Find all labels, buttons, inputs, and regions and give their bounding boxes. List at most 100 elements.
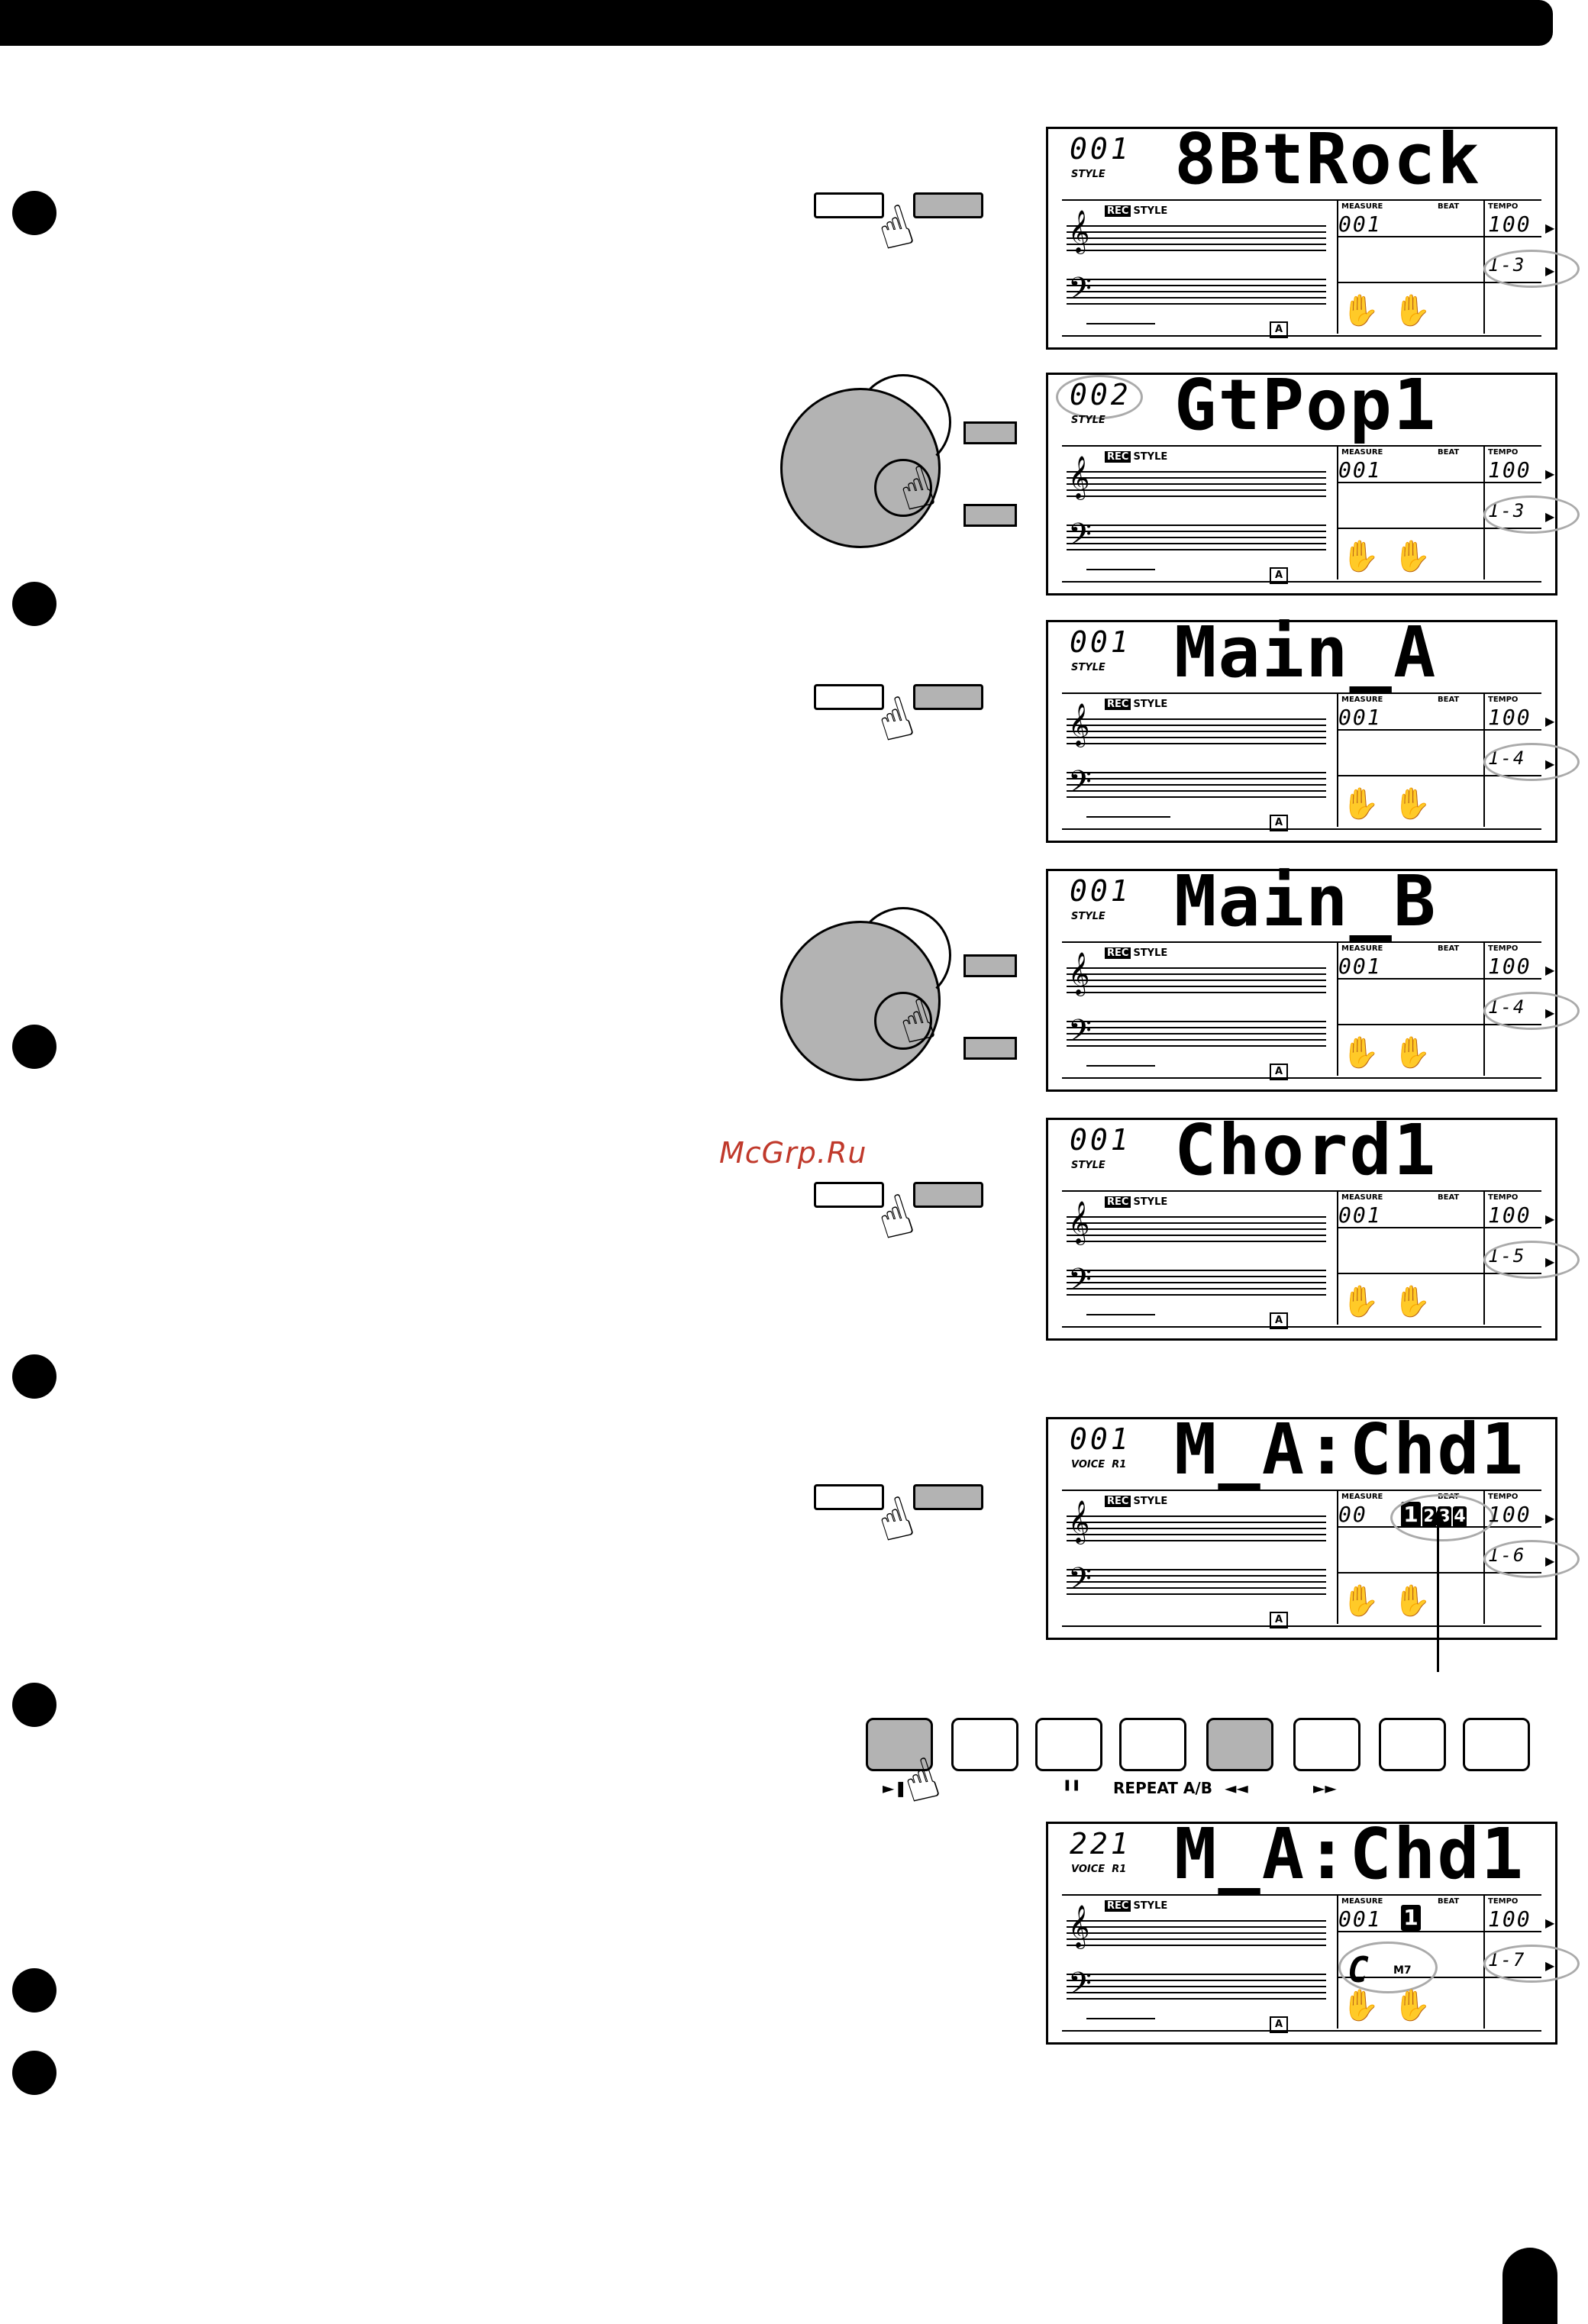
tempo-label: TEMPO [1488,1193,1519,1202]
section-a-indicator: A [1270,321,1288,338]
highlight-oval [1483,1540,1580,1578]
arrow-indicator-icon: ▶ [1545,221,1555,235]
play-label: ►❚ [883,1779,908,1797]
beat-indicator: 1 [1401,1905,1422,1931]
lcd-divider [1062,1894,1541,1896]
lcd-number: 221 [1070,1827,1131,1861]
minus-button[interactable] [963,1037,1017,1060]
treble-clef-icon: 𝄞 [1068,456,1090,499]
lcd-name: M_A:Chd1 [1174,1813,1525,1895]
treble-clef-icon: 𝄞 [1068,1905,1090,1948]
tempo-label: TEMPO [1488,944,1519,953]
highlight-oval [1483,495,1580,534]
control-button-2[interactable] [951,1718,1018,1771]
control-button-7[interactable] [1379,1718,1446,1771]
tempo-label: TEMPO [1488,202,1519,211]
plus-button[interactable] [963,954,1017,977]
arrow-indicator-icon: ▶ [1545,963,1555,977]
treble-clef-icon: 𝄞 [1068,1500,1090,1543]
step-bullet [12,1354,56,1399]
beat-label: BEAT [1438,202,1460,211]
arrow-indicator-icon: ▶ [1545,1212,1555,1226]
repeat-ab-button[interactable] [1119,1718,1186,1771]
tempo-label: TEMPO [1488,696,1519,704]
section-a-indicator: A [1270,1064,1288,1080]
rotate-arrow-icon [855,907,951,1003]
step-bullet [12,191,56,235]
measure-value: 001 [1338,1202,1382,1228]
fast-forward-button[interactable] [1293,1718,1360,1771]
panel-button-right[interactable] [913,684,983,710]
highlight-oval [1483,1945,1580,1983]
panel-button-left[interactable] [814,1182,884,1208]
hands-icon: ✋✋ [1341,786,1445,821]
lcd-name: 8BtRock [1174,118,1481,200]
ledger-line [1086,816,1170,818]
measure-value: 001 [1338,954,1382,979]
lcd-divider [1062,1490,1541,1491]
plus-button[interactable] [963,421,1017,444]
lcd-bottom-line [1062,2030,1541,2032]
panel-button-right[interactable] [913,1484,983,1510]
minus-button[interactable] [963,504,1017,527]
highlight-oval [1483,250,1580,288]
beat-label: BEAT [1438,696,1460,704]
highlight-oval [1390,1494,1494,1541]
lcd-name: Chord1 [1174,1109,1438,1191]
hands-icon: ✋✋ [1341,1035,1445,1070]
treble-clef-icon: 𝄞 [1068,703,1090,746]
hands-icon: ✋✋ [1341,539,1445,574]
lcd-mode: STYLE [1071,662,1105,673]
lcd-divider [1062,445,1541,447]
rotate-arrow-icon [855,374,951,470]
play-button[interactable] [866,1718,933,1771]
ledger-line [1086,1314,1155,1315]
rewind-button[interactable] [1206,1718,1273,1771]
step-bullet [12,2051,56,2095]
lcd-bottom-line [1062,1625,1541,1627]
lcd-number: 001 [1070,625,1131,659]
lcd-bottom-line [1062,1077,1541,1079]
measure-value: 001 [1338,211,1382,237]
arrow-indicator-icon: ▶ [1545,263,1555,278]
measure-value: 001 [1338,457,1382,483]
lcd-bottom-line [1062,581,1541,583]
bass-staff [1067,279,1326,309]
pause-label: ❚❚ [1063,1779,1081,1791]
highlight-oval [1338,1942,1438,1993]
treble-staff [1067,1515,1326,1546]
treble-staff [1067,1216,1326,1247]
panel-button-left[interactable] [814,1484,884,1510]
tempo-value: 100 [1488,705,1532,730]
arrow-indicator-icon: ▶ [1545,714,1555,728]
arrow-indicator-icon: ▶ [1545,1254,1555,1269]
header-bar [0,0,1553,46]
panel-button-left[interactable] [814,684,884,710]
lcd-mode: STYLE [1071,911,1105,922]
tempo-label: TEMPO [1488,448,1519,457]
bass-clef-icon: 𝄢 [1068,1561,1092,1604]
lcd-divider [1062,941,1541,943]
control-button-8[interactable] [1463,1718,1530,1771]
panel-button-right[interactable] [913,1182,983,1208]
fast-forward-label: ►► [1313,1779,1337,1797]
measure-label: MEASURE [1341,1493,1383,1501]
bass-clef-icon: 𝄢 [1068,1966,1092,2009]
measure-label: MEASURE [1341,1193,1383,1202]
lcd-name: Main_A [1174,612,1438,693]
panel-button-right[interactable] [913,192,983,218]
pause-button[interactable] [1035,1718,1102,1771]
treble-staff [1067,967,1326,998]
arrow-indicator-icon: ▶ [1545,466,1555,481]
ledger-line [1086,323,1155,324]
lcd-bottom-line [1062,828,1541,830]
arrow-indicator-icon: ▶ [1545,509,1555,524]
panel-button-left[interactable] [814,192,884,218]
arrow-indicator-icon: ▶ [1545,1916,1555,1930]
tempo-value: 100 [1488,211,1532,237]
